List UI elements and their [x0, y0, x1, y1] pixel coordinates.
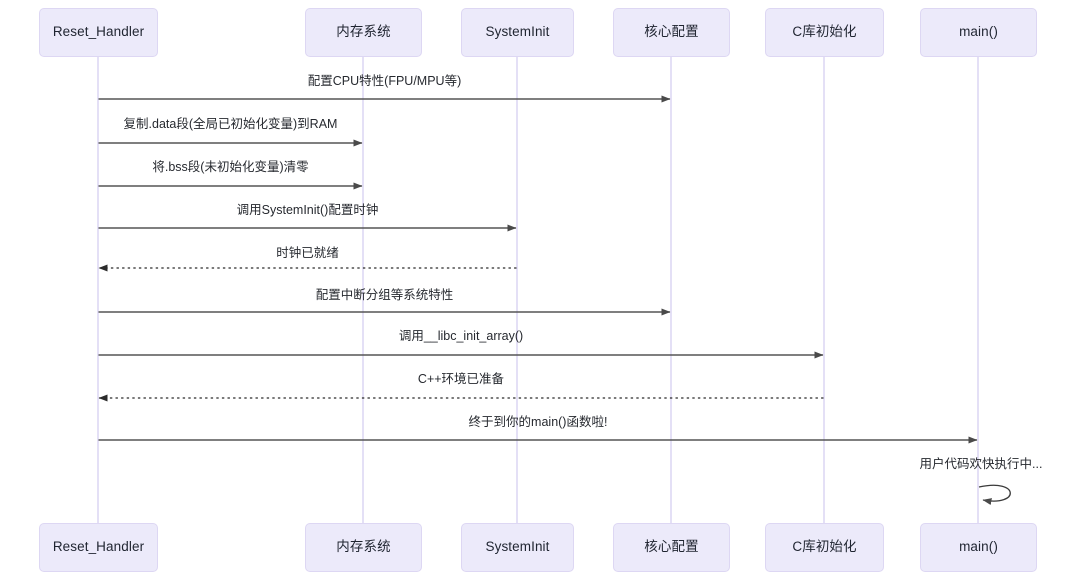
self-message-label-0: 用户代码欢快执行中... [919, 457, 1043, 471]
actor-label-c_lib_init: C库初始化 [792, 539, 857, 555]
message-label-4: 时钟已就绪 [276, 246, 339, 260]
self-message-loop-0 [978, 484, 1011, 506]
self-messages-layer [978, 484, 1011, 506]
actor-box-main_fn-top[interactable]: main() [920, 8, 1037, 57]
actor-box-memory_system-bottom[interactable]: 内存系统 [305, 523, 422, 572]
actor-box-system_init-top[interactable]: SystemInit [461, 8, 574, 57]
actor-box-core_config-top[interactable]: 核心配置 [613, 8, 730, 57]
actor-label-main_fn: main() [959, 539, 998, 555]
message-label-5: 配置中断分组等系统特性 [315, 288, 454, 302]
lifelines-layer [97, 57, 979, 523]
message-label-8: 终于到你的main()函数啦! [468, 415, 608, 429]
actor-label-memory_system: 内存系统 [336, 539, 391, 555]
actor-box-core_config-bottom[interactable]: 核心配置 [613, 523, 730, 572]
actor-box-reset_handler-top[interactable]: Reset_Handler [39, 8, 158, 57]
actor-label-system_init: SystemInit [485, 24, 550, 40]
actor-label-memory_system: 内存系统 [336, 24, 391, 40]
messages-layer [98, 95, 978, 444]
actor-box-c_lib_init-bottom[interactable]: C库初始化 [765, 523, 884, 572]
actor-label-main_fn: main() [959, 24, 998, 40]
actor-label-system_init: SystemInit [485, 539, 550, 555]
actor-box-c_lib_init-top[interactable]: C库初始化 [765, 8, 884, 57]
actor-label-core_config: 核心配置 [644, 24, 699, 40]
message-label-0: 配置CPU特性(FPU/MPU等) [307, 74, 462, 88]
message-label-7: C++环境已准备 [417, 372, 505, 386]
actor-label-c_lib_init: C库初始化 [792, 24, 857, 40]
actor-label-reset_handler: Reset_Handler [52, 24, 145, 40]
actor-label-reset_handler: Reset_Handler [52, 539, 145, 555]
message-label-3: 调用SystemInit()配置时钟 [236, 203, 379, 217]
actor-box-main_fn-bottom[interactable]: main() [920, 523, 1037, 572]
message-label-1: 复制.data段(全局已初始化变量)到RAM [123, 117, 338, 131]
actor-label-core_config: 核心配置 [644, 539, 699, 555]
message-label-6: 调用__libc_init_array() [398, 329, 524, 343]
actor-box-memory_system-top[interactable]: 内存系统 [305, 8, 422, 57]
actor-box-reset_handler-bottom[interactable]: Reset_Handler [39, 523, 158, 572]
message-label-2: 将.bss段(未初始化变量)清零 [152, 160, 309, 174]
actor-box-system_init-bottom[interactable]: SystemInit [461, 523, 574, 572]
